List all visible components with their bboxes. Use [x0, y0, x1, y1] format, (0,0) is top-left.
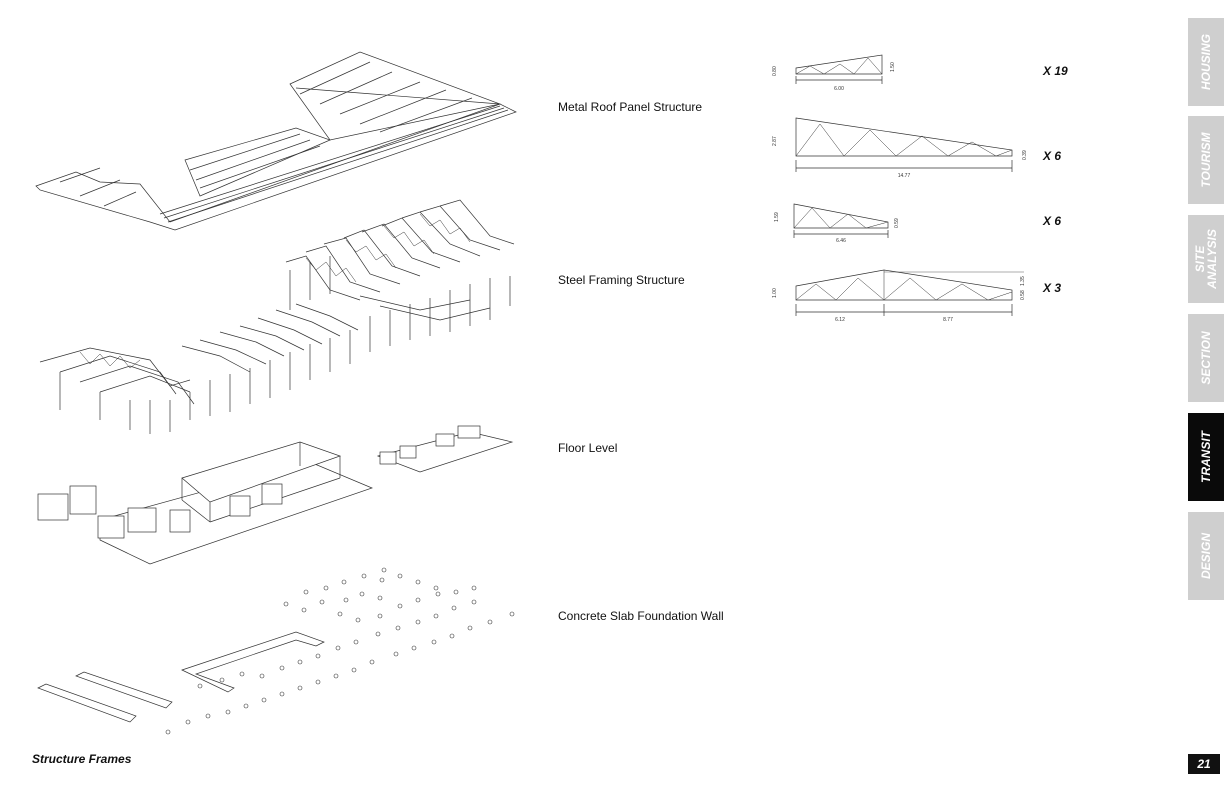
concrete-foundation-drawing [37, 567, 515, 735]
truss-3-right-h: 0.59 [894, 218, 900, 228]
tab-housing-label: HOUSING [1199, 33, 1213, 91]
tab-section-label: SECTION [1199, 331, 1213, 385]
tab-site-analysis[interactable]: SITE ANALYSIS [1188, 215, 1224, 303]
truss-2-right-h: 0.39 [1022, 150, 1028, 160]
truss-1-multiplier: X 19 [1043, 64, 1068, 78]
tab-tourism[interactable]: TOURISM [1188, 116, 1224, 204]
tab-housing[interactable]: HOUSING [1188, 18, 1224, 106]
truss-3: 6.46 1.59 0.59 [774, 203, 900, 244]
exploded-axonometric [35, 51, 517, 735]
truss-4-span-b: 8.77 [943, 317, 953, 323]
truss-4-peak-h: 1.35 [1020, 276, 1026, 286]
truss-4-multiplier: X 3 [1043, 281, 1062, 295]
tab-design[interactable]: DESIGN [1188, 512, 1224, 600]
steel-framing-drawing [39, 199, 515, 434]
roof-panel-label: Metal Roof Panel Structure [558, 100, 703, 114]
truss-1-span: 6.00 [834, 86, 844, 92]
truss-1-right-h: 1.50 [890, 62, 896, 72]
foundation-label: Concrete Slab Foundation Wall [558, 609, 724, 623]
truss-3-span: 6.46 [836, 238, 846, 244]
truss-3-left-h: 1.59 [774, 212, 780, 222]
truss-4-left-h: 1.00 [772, 288, 778, 298]
tab-design-label: DESIGN [1199, 532, 1213, 580]
truss-2: 14.77 2.87 0.39 [772, 117, 1028, 179]
truss-1: 6.00 0.80 1.50 [772, 54, 896, 92]
truss-2-left-h: 2.87 [772, 136, 778, 146]
figure-caption: Structure Frames [32, 752, 132, 766]
tab-site-analysis-label: SITE ANALYSIS [1193, 229, 1219, 289]
floor-level-drawing [37, 425, 514, 565]
tab-transit[interactable]: TRANSIT [1188, 413, 1224, 501]
truss-4-right-h: 0.58 [1020, 290, 1026, 300]
tab-transit-label: TRANSIT [1199, 431, 1213, 483]
truss-2-multiplier: X 6 [1043, 149, 1062, 163]
steel-framing-label: Steel Framing Structure [558, 273, 685, 287]
truss-3-multiplier: X 6 [1043, 214, 1062, 228]
truss-4-span-a: 6.12 [835, 317, 845, 323]
floor-level-label: Floor Level [558, 441, 618, 455]
tab-tourism-label: TOURISM [1199, 132, 1213, 188]
tab-section[interactable]: SECTION [1188, 314, 1224, 402]
truss-elevations: 6.00 0.80 1.50 14.77 2.87 0.39 6.46 1.59… [772, 54, 1028, 323]
metal-roof-panel-drawing [35, 51, 517, 231]
truss-1-left-h: 0.80 [772, 66, 778, 76]
truss-2-span: 14.77 [898, 173, 911, 179]
page-number: 21 [1188, 754, 1220, 774]
truss-4: 6.12 8.77 1.00 0.58 1.35 [772, 269, 1026, 323]
